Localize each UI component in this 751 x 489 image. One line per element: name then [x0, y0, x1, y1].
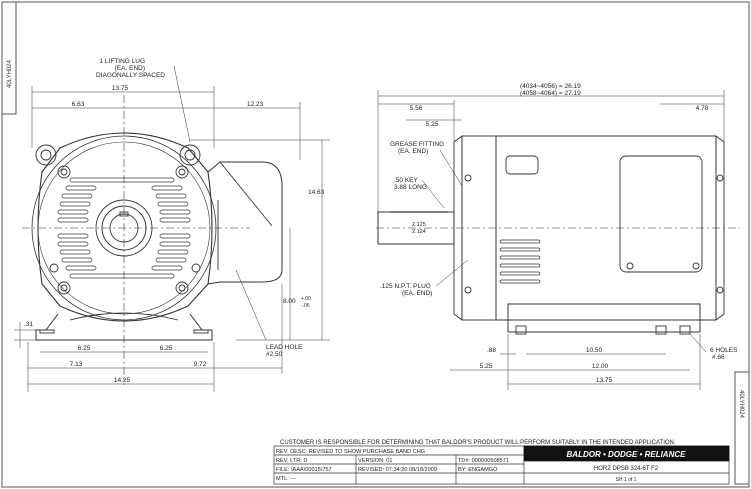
shaft-dia-1: 2.125: [412, 222, 426, 228]
holes-note-2: #.66: [712, 354, 725, 361]
lug-note-line-3: DIAGONALLY SPACED: [96, 72, 165, 79]
grease-note-1: GREASE FITTING: [390, 141, 444, 148]
lug-note-line-2: (EA. END): [115, 65, 145, 72]
front-view-dimensions: [14, 65, 330, 392]
dim-foot-thickness: .31: [24, 321, 33, 328]
plug-note-2: (EA. END): [402, 290, 432, 297]
rev-desc: REV. DESC: REVISED TO SHOW PURCHASE BAND…: [276, 449, 425, 455]
title-block: [273, 445, 730, 485]
dim-shaft-tol-plus: +.00: [301, 296, 311, 302]
drawing-title: HORZ DPSB 324-6T F2: [594, 466, 659, 472]
dim-overall-width: 13.75: [112, 85, 129, 92]
length-note-1: (4034~4056) = 26.19: [520, 83, 581, 90]
sheet-number: SH 1 of 1: [616, 477, 637, 483]
length-note-2: (4058~4064) = 27.19: [520, 90, 581, 97]
version: VERSION: 01: [358, 458, 393, 464]
front-view-labels: 1 LIFTING LUG (EA. END) DIAGONALLY SPACE…: [24, 58, 325, 384]
dim-foot-edge: .88: [487, 347, 496, 354]
plug-note-1: .125 N.P.T. PLUG: [380, 283, 431, 290]
key-note-1: .50 KEY: [394, 177, 419, 184]
side-view-labels: (4034~4056) = 26.19 (4058~4064) = 27.19 …: [380, 83, 738, 384]
title-block-text: CUSTOMER IS RESPONSIBLE FOR DETERMINING …: [276, 440, 686, 483]
holes-note-1: 6 HOLES: [710, 347, 738, 354]
dim-bolt-overall: 12.00: [592, 363, 609, 370]
dim-height: 14.63: [308, 189, 325, 196]
dim-right: 4.78: [696, 105, 709, 112]
shaft-dia-2: 2.124: [412, 229, 426, 235]
dim-shaft-to-face: 5.25: [426, 121, 439, 128]
tdr-number: TD#: 000000508571: [458, 458, 509, 464]
side-view-dimensions: [377, 90, 725, 390]
file-path: FILE: \AAA\00015\757: [276, 467, 332, 473]
right-tag-box: [734, 371, 750, 485]
dim-shaft-tol-minus: -.06: [301, 303, 310, 309]
dim-foot-half-left: 6.25: [78, 345, 91, 352]
lug-note-line-1: 1 LIFTING LUG: [99, 58, 145, 65]
dim-base-overall: 14.25: [114, 377, 131, 384]
grease-note-2: (EA. END): [398, 148, 428, 155]
dim-center-to-right: 12.23: [247, 101, 264, 108]
dim-shaft-height: 8.00: [283, 298, 296, 305]
material: MTL: —: [276, 476, 296, 482]
dim-foot-half-right: 6.25: [160, 345, 173, 352]
revised-date: REVISED: 07:34:20 08/18/2009: [358, 467, 437, 473]
lead-hole-note-2: #2.50: [266, 351, 283, 358]
dim-bolt-spacing: 10.50: [586, 347, 603, 354]
disclaimer: CUSTOMER IS RESPONSIBLE FOR DETERMINING …: [280, 440, 676, 446]
left-side-tag: 40LYH024: [7, 59, 13, 88]
right-side-tag: 40LYH024: [738, 390, 744, 419]
dim-left-to-center: 6.63: [72, 101, 85, 108]
key-note-2: 3.88 LONG: [394, 184, 427, 191]
brand-logo-text: BALDOR • DODGE • RELIANCE: [567, 450, 687, 459]
lead-hole-note-1: LEAD HOLE: [266, 344, 303, 351]
dim-base-length: 13.75: [596, 377, 613, 384]
dim-shaft-extension: 5.56: [410, 105, 423, 112]
rev-ltr: REV. LTR: D: [276, 458, 307, 464]
dim-base-left: 7.13: [70, 361, 83, 368]
dim-shaft-to-bolt: 5.25: [480, 363, 493, 370]
left-tag-box: [1, 1, 17, 115]
dim-base-right: 9.72: [194, 361, 207, 368]
front-view: [22, 95, 283, 385]
drafted-by: BY: ENGAMGO: [458, 467, 498, 473]
side-view: [376, 135, 740, 335]
